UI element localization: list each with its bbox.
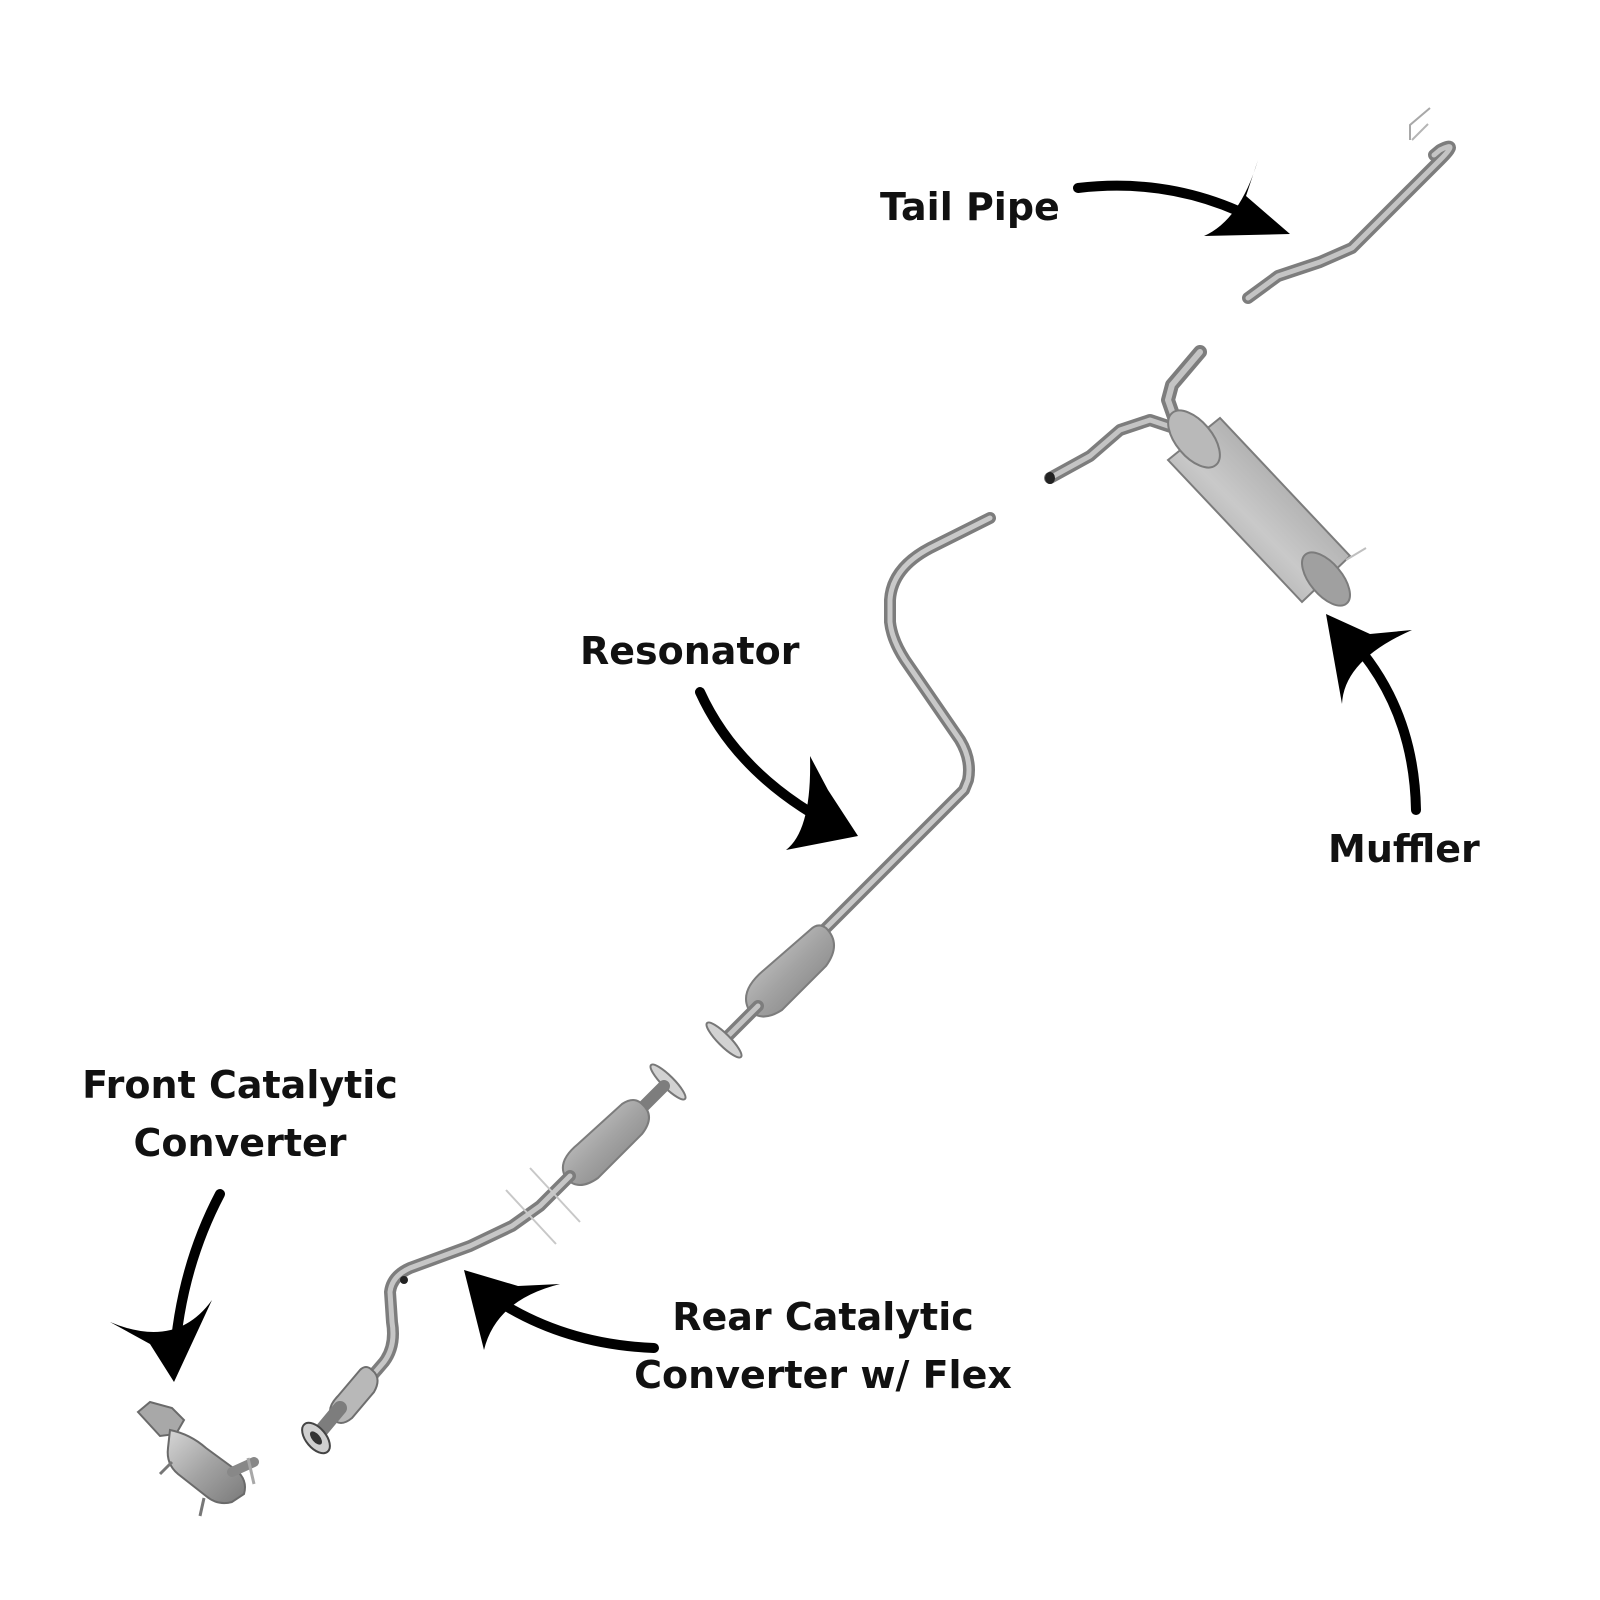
muffler-label: Muffler [1328,827,1480,871]
muffler-part [1044,345,1367,607]
rear-catalytic-converter-part [301,1063,687,1455]
front-catalytic-converter-label: Front Catalytic Converter [60,1056,420,1172]
front-catalytic-converter-label-line1: Front Catalytic [82,1063,398,1107]
resonator-label: Resonator [580,629,800,673]
arrow-to-tail-pipe [1073,160,1290,236]
tail-pipe-part [1242,107,1456,304]
front-catalytic-converter-part [136,1400,259,1517]
arrow-to-rear-catalytic-converter [464,1270,659,1353]
rear-catalytic-converter-label-line2: Converter w/ Flex [634,1353,1012,1397]
front-catalytic-converter-label-line2: Converter [133,1121,347,1165]
rear-catalytic-converter-label-line1: Rear Catalytic [672,1295,974,1339]
arrow-to-resonator [695,687,858,850]
arrow-to-muffler [1326,614,1421,815]
tail-pipe-label: Tail Pipe [880,185,1060,229]
resonator-part [705,512,996,1059]
rear-catalytic-converter-label: Rear Catalytic Converter w/ Flex [628,1288,1018,1404]
arrow-to-front-catalytic-converter [110,1189,225,1382]
